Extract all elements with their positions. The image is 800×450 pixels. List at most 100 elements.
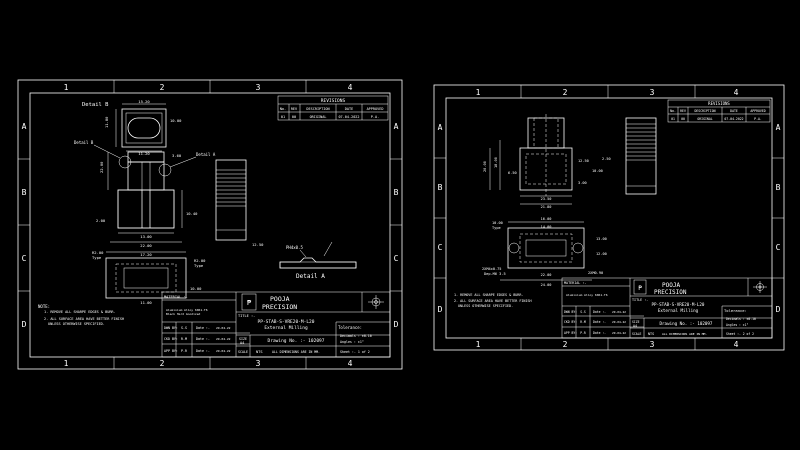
s2-dim-d11: Type — [492, 226, 501, 230]
rev-row-approved: P.A. — [371, 115, 379, 119]
dim-side-view-height: 12.50 — [252, 242, 264, 247]
s2-scale-label: SCALE — [632, 332, 641, 336]
s2-hole-left-icon — [508, 242, 520, 254]
s2-drn-date-label: Date :- — [593, 310, 606, 314]
s2-zone-bottom-3: 3 — [650, 340, 655, 349]
chk-by-label: CKD BY: — [164, 337, 178, 341]
sheet-2-front-view: 23.50 21.80 20.00 18.00 12.50 10.00 6.50… — [483, 114, 611, 209]
sheet-2-plan-view: 16.00 14.00 10.00 Type 22.00 24.00 13.00… — [482, 217, 607, 287]
chk-by-initials: R.M — [181, 337, 187, 341]
dim-base-width: 11.00 — [140, 300, 152, 305]
sheet-1-section-view: Detail B Detail A 3.60 2.00 22.00 10.40 … — [74, 140, 216, 248]
s2-chk-by-label: CKD BY: — [564, 320, 577, 324]
drn-by-initials: S.S — [181, 326, 187, 330]
s2-zone-left-a: A — [438, 123, 443, 132]
app-date: 29-04-22 — [216, 349, 231, 353]
detail-b-label: Detail B — [82, 102, 109, 108]
sheet-2-title-block: ₱ POOJA PRECISION MATERIAL :- Aluminium … — [561, 277, 773, 339]
rev-row-no: 01 — [281, 115, 285, 119]
sheet-1-side-view: 12.50 — [215, 159, 264, 247]
s2-drn-by-initials: S.S — [580, 310, 586, 314]
s2-rev-header-no: No. — [670, 109, 676, 113]
s2-sheet-number: Sheet :- 2 of 2 — [726, 332, 754, 336]
dim-side-small: 2.00 — [96, 218, 106, 223]
s2-zone-top-4: 4 — [734, 88, 739, 97]
s2-rev-header-approved: APPROVED — [750, 109, 765, 113]
s2-zone-bottom-2: 2 — [563, 340, 568, 349]
s2-size-label: SIZE — [632, 320, 640, 324]
rev-row-rev: 00 — [292, 115, 296, 119]
zone-top-4: 4 — [348, 83, 353, 92]
notes-line-1: 1. REMOVE ALL SHARPE EDGES & BURR. — [44, 310, 116, 314]
s2-dim-d3: 20.00 — [483, 161, 487, 172]
s2-hole-note-3: 2XM0.90 — [588, 271, 603, 275]
sheet-1: 1 2 3 4 1 2 3 4 A B C D A B C D REVISION… — [17, 79, 403, 370]
s2-dim-d15: 24.00 — [541, 283, 552, 287]
s2-part-name: External Milling — [658, 308, 699, 313]
note-r2: R2.00 — [194, 258, 206, 263]
sheet-2: 1 2 3 4 1 2 3 4 A B C D A B C D REVISION… — [433, 84, 785, 351]
size-value: A4 — [240, 341, 244, 345]
s2-notes-line-2: 2. ALL SURFACE AREA HAVE BETTER FINISH — [454, 299, 532, 303]
s2-drawing-number: Drawing No. :- 102097 — [660, 321, 713, 326]
s2-units-note: ALL DIMENSIONS ARE IN MM. — [662, 332, 707, 336]
rev-row-date: 07-04-2022 — [338, 115, 359, 119]
s2-zone-bottom-4: 4 — [734, 340, 739, 349]
sheet-2-side-view — [625, 117, 657, 195]
s2-zone-right-d: D — [776, 305, 781, 314]
notes-line-2: 2. ALL SURFACE AREA HAVE BETTER FINISH — [44, 317, 124, 321]
zone-right-b: B — [394, 188, 399, 197]
dim-base-height: 10.00 — [190, 286, 202, 291]
sheet-1-title-block: ₱ POOJA PRECISION MATERIAL :- Aluminium … — [161, 291, 391, 358]
s2-dim-d10: 10.00 — [492, 221, 503, 225]
company-logo-icon — [241, 293, 257, 311]
revisions-title: REVISIONS — [321, 98, 346, 104]
sheet-1-detail-b-view: Detail B 15.20 11.20 11.80 10.00 — [82, 99, 182, 156]
size-label: SIZE — [239, 337, 247, 341]
s2-dim-d1: 23.50 — [541, 197, 552, 201]
zone-bottom-4: 4 — [348, 359, 353, 368]
s2-dim-d7: 6.50 — [508, 171, 517, 175]
rev-header-approved: APPROVED — [367, 107, 384, 111]
s2-projection-symbol-icon — [753, 281, 767, 293]
s2-rev-row-date: 07-04-2022 — [724, 117, 743, 121]
company-name-line-1: POOJA — [270, 295, 290, 303]
dim-lower-width: 17.20 — [140, 252, 152, 257]
s2-hole-note-2: Dep.M6 3.5 — [484, 272, 506, 276]
zone-left-b: B — [22, 188, 27, 197]
dim-body-width: 13.00 — [140, 234, 152, 239]
s2-tolerance-angles: Angles : ±1° — [726, 323, 748, 327]
dim-body-height: 22.00 — [99, 161, 104, 173]
s2-rev-header-desc: DESCRIPTION — [694, 109, 715, 113]
units-note: ALL DIMENSIONS ARE IN MM. — [272, 350, 320, 354]
s2-rev-row-rev: 00 — [681, 117, 685, 121]
s2-dim-d5: 12.50 — [578, 159, 589, 163]
app-by-initials: P.R — [181, 349, 187, 353]
zone-bottom-3: 3 — [256, 359, 261, 368]
drawing-number: Drawing No. :- 102097 — [268, 338, 325, 344]
s2-scale-value: NTS — [648, 332, 654, 336]
s2-zone-bottom-1: 1 — [476, 340, 481, 349]
s2-chk-date: 29-04-22 — [612, 320, 626, 324]
chk-date-label: Date :- — [196, 337, 210, 341]
s2-chk-date-label: Date :- — [593, 320, 606, 324]
s2-zone-left-b: B — [438, 183, 443, 192]
scale-value: NTS — [256, 350, 263, 354]
drn-date-label: Date :- — [196, 326, 210, 330]
s2-zone-right-c: C — [776, 243, 781, 252]
s2-size-value: A4 — [633, 324, 637, 328]
material-value-2: Black Hard Anodized — [166, 312, 201, 316]
s2-dim-d14: 22.00 — [541, 273, 552, 277]
rev-header-desc: DESCRIPTION — [306, 107, 329, 111]
note-r2-type: Type — [194, 263, 204, 268]
dim-top-inner: 11.20 — [138, 151, 150, 156]
note-r1-type: Type — [92, 255, 102, 260]
s2-dim-d2: 21.80 — [541, 205, 552, 209]
s2-hole-right-icon — [572, 242, 584, 254]
dim-side-offset: 3.60 — [172, 153, 182, 158]
s2-revisions-title: REVISIONS — [708, 101, 730, 106]
s2-zone-right-b: B — [776, 183, 781, 192]
s2-dim-d9: 2.50 — [602, 157, 611, 161]
sheet-number: Sheet :- 1 of 2 — [340, 350, 370, 354]
